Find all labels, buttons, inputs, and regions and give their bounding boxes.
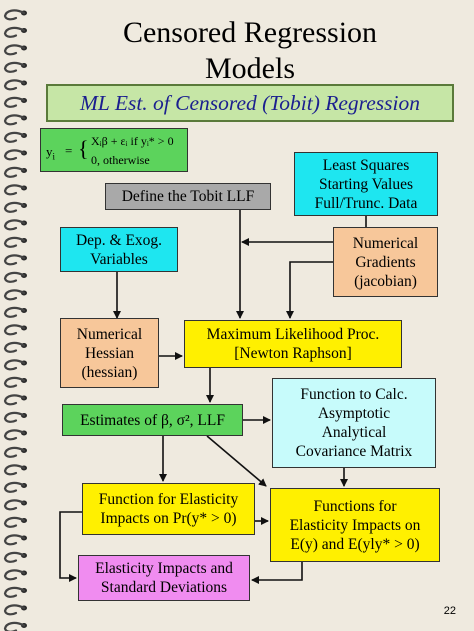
- dep-exog-line1: Dep. & Exog.: [75, 231, 163, 249]
- spiral-ring: [3, 254, 27, 266]
- spiral-ring: [3, 236, 27, 248]
- equation-lhs: yi: [46, 144, 56, 162]
- mle-line2: [Newton Raphson]: [234, 345, 352, 362]
- elasticity-sd-line2: Standard Deviations: [100, 579, 228, 596]
- slide-subtitle: ML Est. of Censored (Tobit) Regression: [46, 84, 454, 122]
- hessian-line2: Hessian: [84, 344, 135, 362]
- gradients-line2: Gradients: [355, 253, 416, 271]
- mle-line1: Maximum Likelihood Proc.: [206, 326, 380, 343]
- box-elasticity-e: Functions for Elasticity Impacts on E(y)…: [270, 488, 440, 562]
- spiral-ring: [3, 131, 27, 143]
- spiral-ring: [3, 9, 27, 21]
- spiral-ring: [3, 429, 27, 441]
- spiral-ring: [3, 604, 27, 616]
- spiral-ring: [3, 149, 27, 161]
- spiral-ring: [3, 26, 27, 38]
- asymptotic-line1: Function to Calc.: [300, 386, 408, 403]
- box-least-squares: Least Squares Starting Values Full/Trunc…: [294, 152, 438, 216]
- spiral-ring: [3, 44, 27, 56]
- spiral-ring: [3, 166, 27, 178]
- define-llf-label: Define the Tobit LLF: [121, 188, 255, 205]
- asymptotic-line2: Asymptotic: [317, 405, 391, 422]
- spiral-ring: [3, 114, 27, 126]
- least-squares-line1: Least Squares: [322, 156, 410, 174]
- equation-equals: =: [65, 143, 73, 158]
- spiral-ring: [3, 464, 27, 476]
- slide-title-line1: Censored Regression: [122, 16, 378, 49]
- spiral-ring: [3, 324, 27, 336]
- spiral-ring: [3, 411, 27, 423]
- equation-brace: {: [78, 136, 89, 161]
- hessian-line3: (hessian): [81, 363, 138, 381]
- spiral-ring: [3, 61, 27, 73]
- spiral-ring: [3, 376, 27, 388]
- spiral-ring: [3, 359, 27, 371]
- spiral-ring: [3, 516, 27, 528]
- estimates-label: Estimates of β, σ², LLF: [80, 411, 225, 429]
- spiral-binding: [3, 9, 27, 631]
- spiral-ring: [3, 96, 27, 108]
- page-number: 22: [443, 605, 456, 617]
- box-elasticity-sd: Elasticity Impacts and Standard Deviatio…: [78, 555, 250, 601]
- spiral-ring: [3, 586, 27, 598]
- spiral-ring: [3, 219, 27, 231]
- box-maximum-likelihood: Maximum Likelihood Proc. [Newton Raphson…: [184, 320, 402, 368]
- elasticity-pr-line1: Function for Elasticity: [98, 491, 239, 508]
- arrow-elpr-to-sd: [59, 511, 82, 582]
- box-dep-exog: Dep. & Exog. Variables: [60, 227, 178, 272]
- slide-title-line2: Models: [205, 52, 295, 85]
- spiral-ring: [3, 341, 27, 353]
- spiral-ring: [3, 499, 27, 511]
- elasticity-e-line2: Elasticity Impacts on: [289, 516, 421, 534]
- spiral-ring: [3, 569, 27, 581]
- box-estimates: Estimates of β, σ², LLF: [62, 404, 243, 436]
- arrow-est-to-ele: [206, 435, 267, 487]
- spiral-ring: [3, 394, 27, 406]
- dep-exog-line2: Variables: [90, 250, 148, 268]
- gradients-line1: Numerical: [352, 234, 419, 252]
- asymptotic-line4: Covariance Matrix: [295, 443, 413, 460]
- spiral-ring: [3, 534, 27, 546]
- least-squares-line2: Starting Values: [319, 175, 413, 193]
- box-numerical-hessian: Numerical Hessian (hessian): [60, 318, 159, 388]
- spiral-ring: [3, 289, 27, 301]
- arrow-ele-to-sd: [251, 562, 303, 584]
- spiral-ring: [3, 621, 27, 631]
- spiral-ring: [3, 551, 27, 563]
- equation-case1: Xᵢβ + εᵢ if yᵢ* > 0: [91, 134, 174, 148]
- spiral-ring: [3, 271, 27, 283]
- spiral-ring: [3, 201, 27, 213]
- asymptotic-line3: Analytical: [321, 424, 387, 441]
- elasticity-e-line1: Functions for: [313, 497, 397, 515]
- box-elasticity-pr: Function for Elasticity Impacts on Pr(y*…: [82, 483, 255, 535]
- arrow-grad-to-mle: [286, 261, 333, 319]
- elasticity-e-line3: E(y) and E(yly* > 0): [290, 535, 420, 553]
- hessian-line1: Numerical: [76, 325, 143, 343]
- spiral-ring: [3, 481, 27, 493]
- gradients-line3: (jacobian): [354, 272, 417, 290]
- box-numerical-gradients: Numerical Gradients (jacobian): [333, 227, 438, 297]
- equation-case2: 0, otherwise: [91, 153, 150, 167]
- box-asymptotic-covariance: Function to Calc. Asymptotic Analytical …: [272, 378, 436, 468]
- least-squares-line3: Full/Trunc. Data: [314, 194, 418, 212]
- elasticity-pr-line2: Impacts on Pr(y* > 0): [100, 510, 237, 527]
- spiral-ring: [3, 306, 27, 318]
- spiral-ring: [3, 446, 27, 458]
- spiral-ring: [3, 79, 27, 91]
- tobit-equation: yi = { Xᵢβ + εᵢ if yᵢ* > 0 0, otherwise: [40, 128, 188, 172]
- elasticity-sd-line1: Elasticity Impacts and: [95, 560, 233, 577]
- box-define-llf: Define the Tobit LLF: [105, 183, 271, 210]
- spiral-ring: [3, 184, 27, 196]
